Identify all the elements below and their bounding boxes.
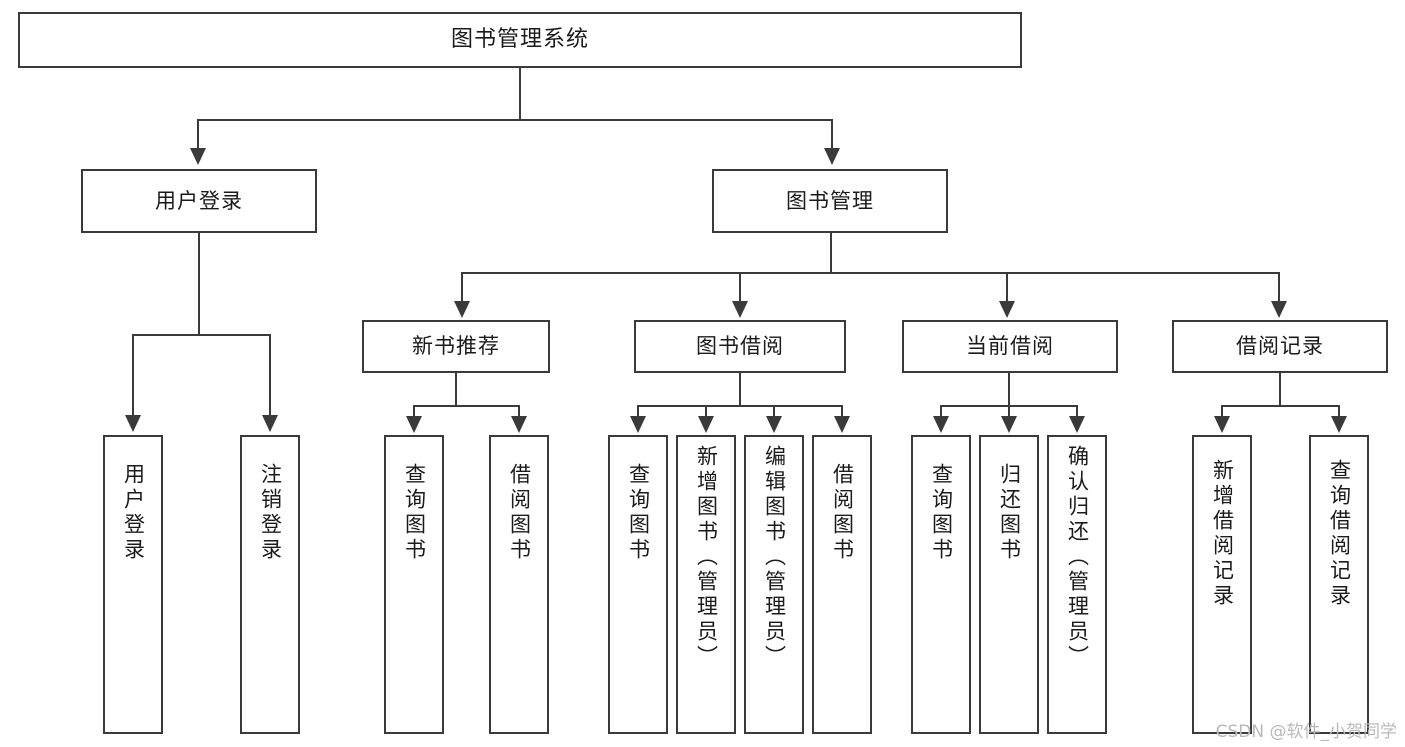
node-leaf-logout-login[interactable]: 注销登录 — [240, 435, 300, 734]
node-label: 归还图书 — [997, 463, 1022, 563]
node-label: 用户登录 — [121, 463, 146, 563]
edge-book-management-bar — [461, 272, 1279, 274]
edge-user-login-drop-1 — [132, 334, 134, 416]
node-leaf-user-login[interactable]: 用户登录 — [103, 435, 163, 734]
edge-current-borrow-stem — [1008, 373, 1010, 406]
edge-user-login-drop-2 — [269, 334, 271, 416]
edge-to-new-book-recommend — [461, 272, 463, 302]
edge-book-borrow-drop-1 — [637, 405, 639, 417]
node-leaf-edit-book[interactable]: 编辑图书（管理员） — [744, 435, 804, 734]
arrowhead-leaf-confirm-return — [1069, 416, 1085, 433]
edge-user-login-bar — [132, 334, 271, 336]
node-leaf-query-book-2[interactable]: 查询图书 — [608, 435, 668, 734]
arrowhead-to-book-management — [824, 148, 840, 165]
node-label: 注销登录 — [258, 463, 283, 563]
edge-book-borrow-stem — [739, 373, 741, 406]
arrowhead-leaf-edit-book — [766, 416, 782, 433]
node-book-management[interactable]: 图书管理 — [712, 169, 948, 233]
node-leaf-add-record[interactable]: 新增借阅记录 — [1192, 435, 1252, 734]
arrowhead-leaf-query-book-2 — [630, 416, 646, 433]
edge-borrow-record-drop-2 — [1338, 405, 1340, 417]
arrowhead-leaf-add-book — [698, 416, 714, 433]
edge-to-borrow-record — [1278, 272, 1280, 302]
node-label: 图书管理系统 — [450, 27, 589, 53]
node-new-book-recommend[interactable]: 新书推荐 — [362, 320, 550, 373]
node-label: 新增图书（管理员） — [694, 445, 719, 670]
node-label: 借阅图书 — [830, 463, 855, 563]
node-leaf-query-book-3[interactable]: 查询图书 — [911, 435, 971, 734]
node-label: 新增借阅记录 — [1210, 459, 1235, 609]
edge-root-bar — [197, 119, 833, 121]
edge-borrow-record-stem — [1279, 373, 1281, 406]
arrowhead-leaf-borrow-book-2 — [834, 416, 850, 433]
edge-new-book-recommend-bar — [413, 405, 518, 407]
node-label: 查询图书 — [402, 463, 427, 563]
node-label: 查询图书 — [626, 463, 651, 563]
node-leaf-confirm-return[interactable]: 确认归还（管理员） — [1047, 435, 1107, 734]
node-label: 用户登录 — [155, 188, 243, 213]
node-label: 图书借阅 — [696, 334, 784, 359]
node-label: 查询借阅记录 — [1327, 459, 1352, 609]
node-current-borrow[interactable]: 当前借阅 — [902, 320, 1118, 373]
edge-borrow-record-drop-1 — [1221, 405, 1223, 417]
node-label: 当前借阅 — [966, 334, 1054, 359]
edge-book-borrow-drop-3 — [773, 405, 775, 417]
edge-to-current-borrow — [1006, 272, 1008, 302]
edge-book-borrow-drop-4 — [841, 405, 843, 417]
edge-current-borrow-drop-2 — [1008, 405, 1010, 417]
arrowhead-leaf-return-book — [1001, 416, 1017, 433]
arrowhead-to-new-book-recommend — [454, 301, 470, 318]
arrowhead-to-book-borrow — [732, 301, 748, 318]
node-borrow-record[interactable]: 借阅记录 — [1172, 320, 1388, 373]
edge-current-borrow-drop-1 — [940, 405, 942, 417]
node-label: 借阅图书 — [507, 463, 532, 563]
node-label: 查询图书 — [929, 463, 954, 563]
node-label: 确认归还（管理员） — [1065, 445, 1090, 670]
edge-new-book-recommend-drop-1 — [413, 405, 415, 417]
node-label: 图书管理 — [786, 188, 874, 213]
arrowhead-leaf-borrow-book-1 — [511, 416, 527, 433]
arrowhead-leaf-user-login — [125, 415, 141, 432]
node-leaf-query-book-1[interactable]: 查询图书 — [384, 435, 444, 734]
node-label: 借阅记录 — [1236, 334, 1324, 359]
node-root-book-management-system[interactable]: 图书管理系统 — [18, 12, 1022, 68]
arrowhead-leaf-query-book-1 — [406, 416, 422, 433]
edge-book-borrow-drop-2 — [705, 405, 707, 417]
edge-new-book-recommend-drop-2 — [518, 405, 520, 417]
arrowhead-to-user-login — [190, 148, 206, 165]
node-leaf-query-record[interactable]: 查询借阅记录 — [1309, 435, 1369, 734]
node-book-borrow[interactable]: 图书借阅 — [634, 320, 846, 373]
edge-book-management-stem — [830, 233, 832, 273]
edge-user-login-stem — [198, 233, 200, 335]
edge-root-stem — [519, 68, 521, 120]
node-leaf-borrow-book-2[interactable]: 借阅图书 — [812, 435, 872, 734]
arrowhead-leaf-query-record — [1331, 416, 1347, 433]
arrowhead-to-current-borrow — [999, 301, 1015, 318]
node-label: 编辑图书（管理员） — [762, 445, 787, 670]
edge-current-borrow-drop-3 — [1076, 405, 1078, 417]
node-user-login[interactable]: 用户登录 — [81, 169, 317, 233]
arrowhead-to-borrow-record — [1271, 301, 1287, 318]
arrowhead-leaf-logout-login — [262, 415, 278, 432]
edge-to-book-borrow — [739, 272, 741, 302]
edge-new-book-recommend-stem — [455, 373, 457, 406]
arrowhead-leaf-add-record — [1214, 416, 1230, 433]
edge-book-borrow-bar — [637, 405, 843, 407]
node-label: 新书推荐 — [412, 334, 500, 359]
edge-to-book-management — [831, 119, 833, 149]
edge-borrow-record-bar — [1221, 405, 1338, 407]
node-leaf-add-book[interactable]: 新增图书（管理员） — [676, 435, 736, 734]
node-leaf-return-book[interactable]: 归还图书 — [979, 435, 1039, 734]
arrowhead-leaf-query-book-3 — [933, 416, 949, 433]
edge-to-user-login — [197, 119, 199, 149]
node-leaf-borrow-book-1[interactable]: 借阅图书 — [489, 435, 549, 734]
